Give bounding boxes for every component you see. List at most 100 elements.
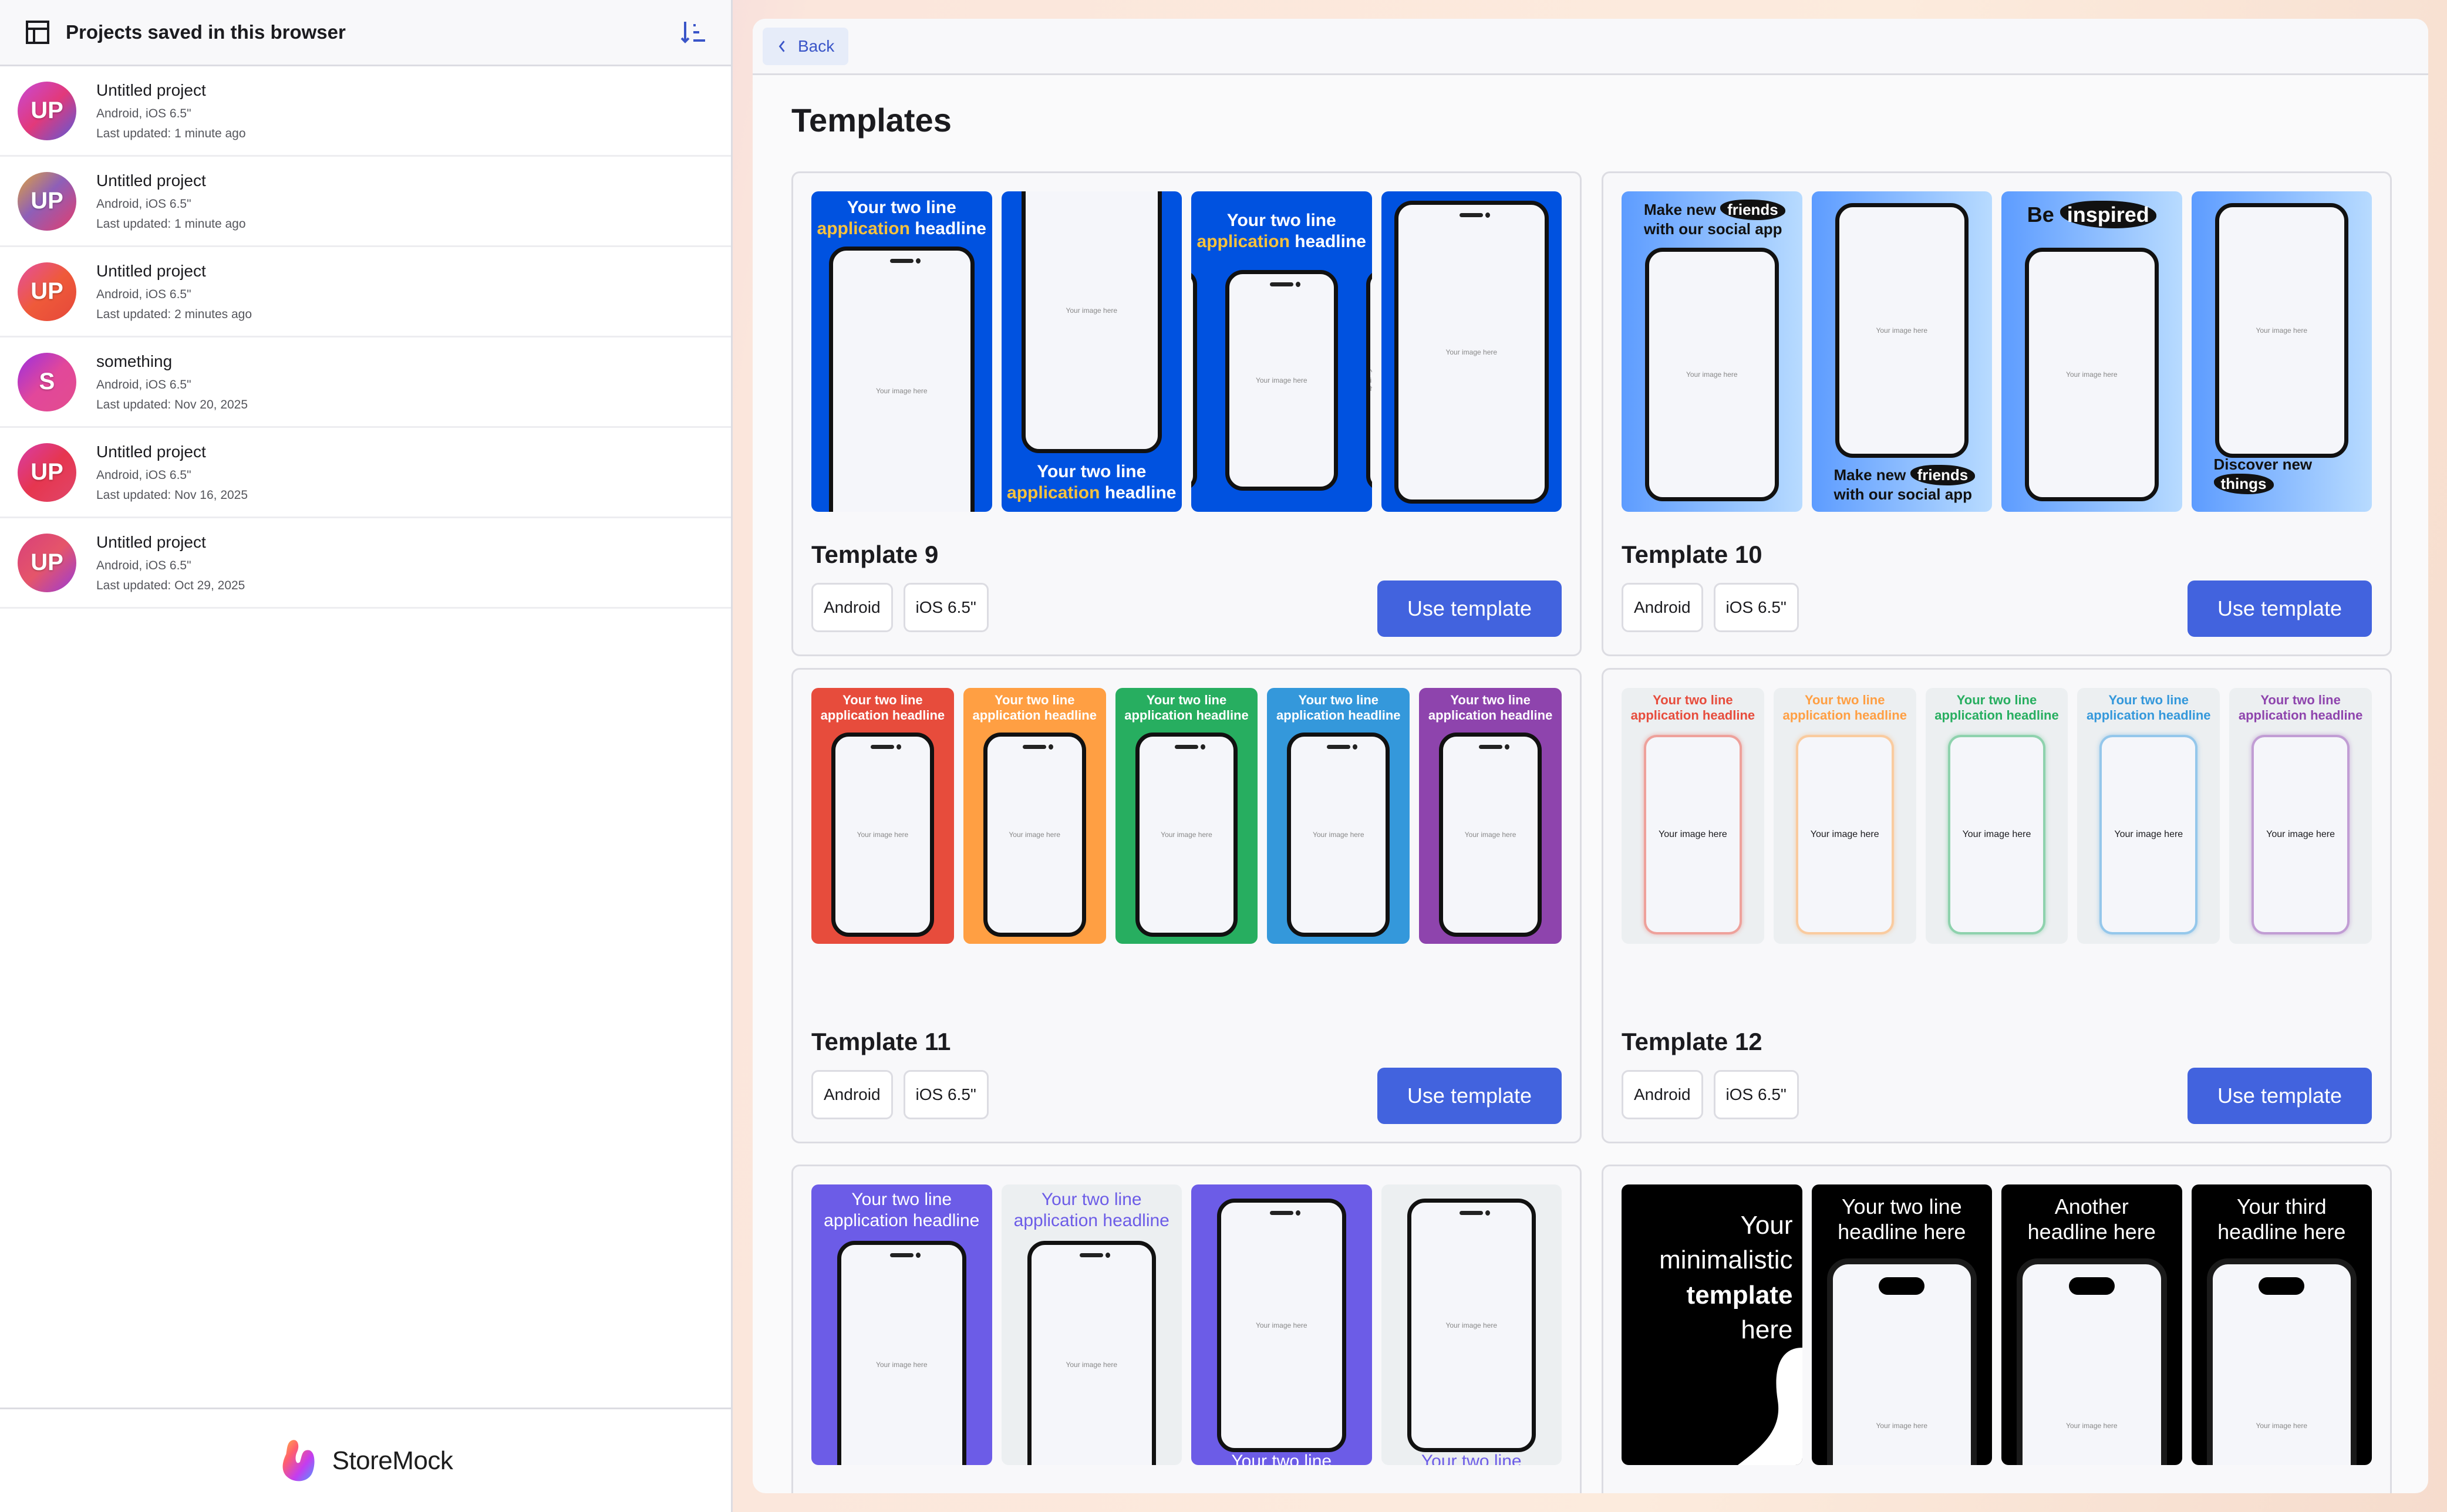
project-name: Untitled project [96,80,206,99]
phone-notch [1174,744,1205,750]
screenshot-headline: Discover new things [2192,455,2372,494]
project-text: Untitled project Android, iOS 6.5" Last … [96,533,245,593]
phone-notch [1460,212,1491,218]
back-button[interactable]: Back [763,27,849,65]
phone-mockup: Your image here [1835,203,1969,458]
project-text: something Android, iOS 6.5" Last updated… [96,352,248,412]
image-placeholder: Your image here [1255,376,1307,384]
project-name: Untitled project [96,532,206,551]
platform-tags: Android iOS 6.5" [811,1070,989,1119]
phone-mockup: Your image here [1644,735,1742,934]
project-item[interactable]: UP Untitled project Android, iOS 6.5" La… [0,518,731,609]
phone-mockup: Your image here [831,733,934,937]
image-placeholder: Your image here [1962,829,2031,839]
project-item[interactable]: UP Untitled project Android, iOS 6.5" La… [0,428,731,518]
image-placeholder: Your image here [1876,1422,1928,1430]
phone-mockup: Your image here [1645,248,1779,501]
use-template-button[interactable]: Use template [2188,580,2372,637]
templates-panel: Back Templates Your two line application… [753,19,2428,1493]
phone-notch [889,258,921,264]
storemock-logo-icon [282,1439,315,1481]
phone-mockup: Your image here [837,1241,966,1465]
template-name: Template 11 [811,1028,951,1055]
use-template-button[interactable]: Use template [1377,1068,1562,1124]
project-item[interactable]: S something Android, iOS 6.5" Last updat… [0,338,731,428]
avatar: UP [18,443,76,502]
tag-android: Android [1622,1070,1703,1119]
phone-mockup: Your image here [1021,191,1162,453]
phone-mockup: Your image here [1826,1258,1977,1465]
use-template-button[interactable]: Use template [2188,1068,2372,1124]
project-name: Untitled project [96,442,206,461]
phone-mockup: Your image here [1135,733,1238,937]
image-placeholder: Your image here [1066,306,1118,315]
page-title: Templates [791,102,952,139]
project-text: Untitled project Android, iOS 6.5" Last … [96,171,246,231]
project-platforms: Android, iOS 6.5" [96,377,191,392]
sort-descending-icon[interactable] [679,18,707,46]
project-last-updated: Last updated: Nov 20, 2025 [96,397,248,411]
image-placeholder: Your image here [1876,326,1928,335]
tag-ios: iOS 6.5" [1713,1070,1799,1119]
image-placeholder: Your image here [1686,370,1738,379]
project-item[interactable]: UP Untitled project Android, iOS 6.5" La… [0,66,731,157]
screenshot-preview: Your two line application headline Your … [811,191,992,512]
template-previews[interactable]: Make new friends with our social app You… [1622,191,2372,512]
screenshot-preview: Your image here Your two lineapplication… [1191,1184,1372,1465]
phone-mockup: Your image here [1287,733,1390,937]
image-placeholder: Your image here [1445,1321,1498,1329]
sidebar-title: Projects saved in this browser [66,21,346,43]
avatar: UP [18,171,76,231]
image-placeholder: Your image here [1161,831,1212,839]
sidebar-header: Projects saved in this browser [0,0,731,66]
project-text: Untitled project Android, iOS 6.5" Last … [96,443,248,502]
brand[interactable]: StoreMock [278,1436,453,1486]
screenshot-headline: Your two line application headline [1007,462,1177,502]
phone-notch [1460,1210,1491,1216]
phone-mockup: Your image here [1407,1199,1536,1452]
use-template-button[interactable]: Use template [1377,580,1562,637]
tag-android: Android [811,583,893,632]
phone-mockup: Your image here [1366,270,1372,491]
project-item[interactable]: UP Untitled project Android, iOS 6.5" La… [0,247,731,338]
project-platforms: Android, iOS 6.5" [96,106,191,120]
image-placeholder: Your image here [1464,831,1516,839]
project-last-updated: Last updated: 1 minute ago [96,217,246,231]
image-placeholder: Your image here [2266,829,2335,839]
project-item[interactable]: UP Untitled project Android, iOS 6.5" La… [0,157,731,247]
screenshot-headline: Make new friends with our social app [1812,464,1993,504]
sidebar-footer: StoreMock [0,1408,731,1512]
image-placeholder: Your image here [1312,831,1364,839]
template-name: Template 9 [811,541,939,568]
screenshot-preview: Your image here Discover new things [2191,191,2372,512]
image-placeholder: Your image here [2114,829,2183,839]
image-placeholder: Your image here [2065,370,2118,379]
template-previews[interactable]: Your two line application headline Your … [811,191,1562,512]
phone-mockup: Your image here [1795,735,1894,934]
project-last-updated: Last updated: 2 minutes ago [96,307,252,321]
